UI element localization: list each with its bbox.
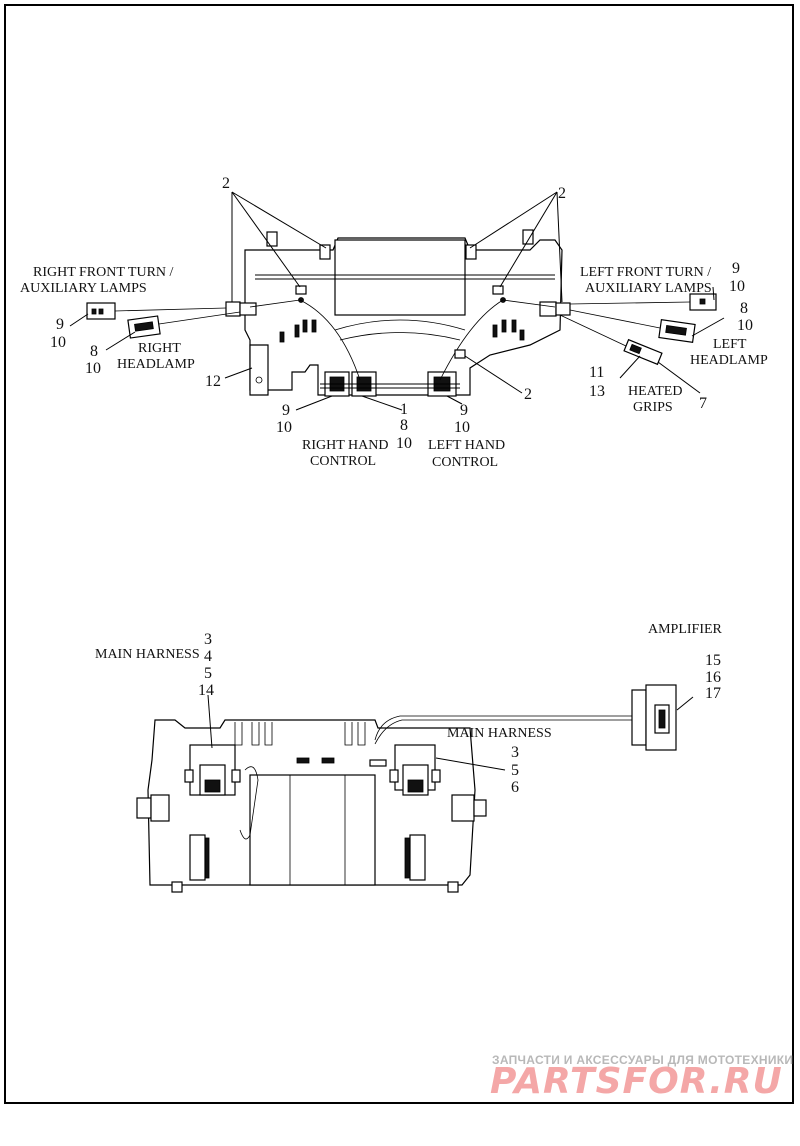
callout-9-lf: 9 — [732, 260, 740, 277]
callout-mhr-5: 5 — [511, 762, 519, 779]
right-hand-control-label-1: RIGHT HAND — [302, 438, 388, 453]
callout-amp-17: 17 — [705, 685, 721, 702]
lower-slots — [234, 722, 366, 764]
heated-grips-label-2: GRIPS — [633, 400, 673, 415]
left-headlamp-connector — [569, 309, 696, 343]
top-leader-lines — [69, 191, 725, 411]
callout-8-rh: 8 — [90, 343, 98, 360]
callout-amp-16: 16 — [705, 669, 721, 686]
left-hand-control-label-1: LEFT HAND — [428, 438, 505, 453]
callout-mhl-5: 5 — [204, 665, 212, 682]
watermark: ЗАПЧАСТИ И АКСЕССУАРЫ ДЛЯ МОТОТЕХНИКИ PA… — [490, 1053, 793, 1102]
callout-mhr-6: 6 — [511, 779, 519, 796]
right-front-turn-label-2: AUXILIARY LAMPS — [20, 281, 147, 296]
callout-10-rhc: 10 — [276, 419, 292, 436]
diagram-border — [4, 4, 794, 1104]
main-harness-left-label: MAIN HARNESS — [95, 647, 200, 662]
main-harness-right-label: MAIN HARNESS — [447, 726, 552, 741]
callout-13: 13 — [589, 383, 605, 400]
left-hand-control-label-2: CONTROL — [432, 455, 498, 470]
callout-11: 11 — [589, 364, 604, 381]
heated-grips-label-1: HEATED — [628, 384, 682, 399]
watermark-tagline: ЗАПЧАСТИ И АКСЕССУАРЫ ДЛЯ МОТОТЕХНИКИ — [492, 1053, 793, 1067]
bottom-labels: MAIN HARNESS 3 4 5 14 AMPLIFIER 15 16 17… — [95, 622, 723, 796]
callout-2-top-left: 2 — [222, 175, 230, 192]
amplifier-connector — [631, 684, 677, 751]
right-hand-control-label-2: CONTROL — [310, 454, 376, 469]
right-front-turn-label-1: RIGHT FRONT TURN / — [33, 265, 174, 280]
callout-8-lh: 8 — [740, 300, 748, 317]
top-labels: 2 2 RIGHT FRONT TURN / AUXILIARY LAMPS 9… — [20, 175, 768, 470]
callout-12: 12 — [205, 373, 221, 390]
callout-mhl-4: 4 — [204, 648, 212, 665]
right-headlamp-label-2: HEADLAMP — [117, 357, 195, 372]
callout-mhr-3: 3 — [511, 744, 519, 761]
callout-mhl-3: 3 — [204, 631, 212, 648]
left-headlamp-label-2: HEADLAMP — [690, 353, 768, 368]
callout-10-rh: 10 — [85, 360, 101, 377]
callout-10-c1: 10 — [396, 435, 412, 452]
callout-8-c1: 8 — [400, 417, 408, 434]
left-headlamp-label-1: LEFT — [713, 337, 747, 352]
left-front-turn-label-2: AUXILIARY LAMPS — [585, 281, 712, 296]
callout-10-rf: 10 — [50, 334, 66, 351]
right-headlamp-connector — [127, 311, 241, 339]
callout-10-lf: 10 — [729, 278, 745, 295]
upper-bracket-assembly — [225, 229, 571, 397]
bottom-leader-lines — [207, 694, 694, 771]
callout-mhl-14: 14 — [198, 682, 214, 699]
callout-10-lhc: 10 — [454, 419, 470, 436]
callout-9-rhc: 9 — [282, 402, 290, 419]
callout-9-rf: 9 — [56, 316, 64, 333]
right-turn-lamp-connector — [86, 302, 227, 320]
callout-amp-15: 15 — [705, 652, 721, 669]
callout-10-lh: 10 — [737, 317, 753, 334]
watermark-logo: PARTSFOR.RU — [490, 1061, 783, 1102]
amplifier-label: AMPLIFIER — [648, 622, 723, 637]
heated-grips-connector — [559, 314, 663, 366]
callout-2-bottom: 2 — [524, 386, 532, 403]
left-front-turn-label-1: LEFT FRONT TURN / — [580, 265, 711, 280]
right-headlamp-label-1: RIGHT — [138, 341, 181, 356]
callout-9-lhc: 9 — [460, 402, 468, 419]
lower-bracket-assembly — [136, 715, 640, 893]
left-turn-lamp-connector — [569, 293, 717, 311]
callout-2-top-right: 2 — [558, 185, 566, 202]
callout-7: 7 — [699, 395, 707, 412]
callout-1: 1 — [400, 401, 408, 418]
